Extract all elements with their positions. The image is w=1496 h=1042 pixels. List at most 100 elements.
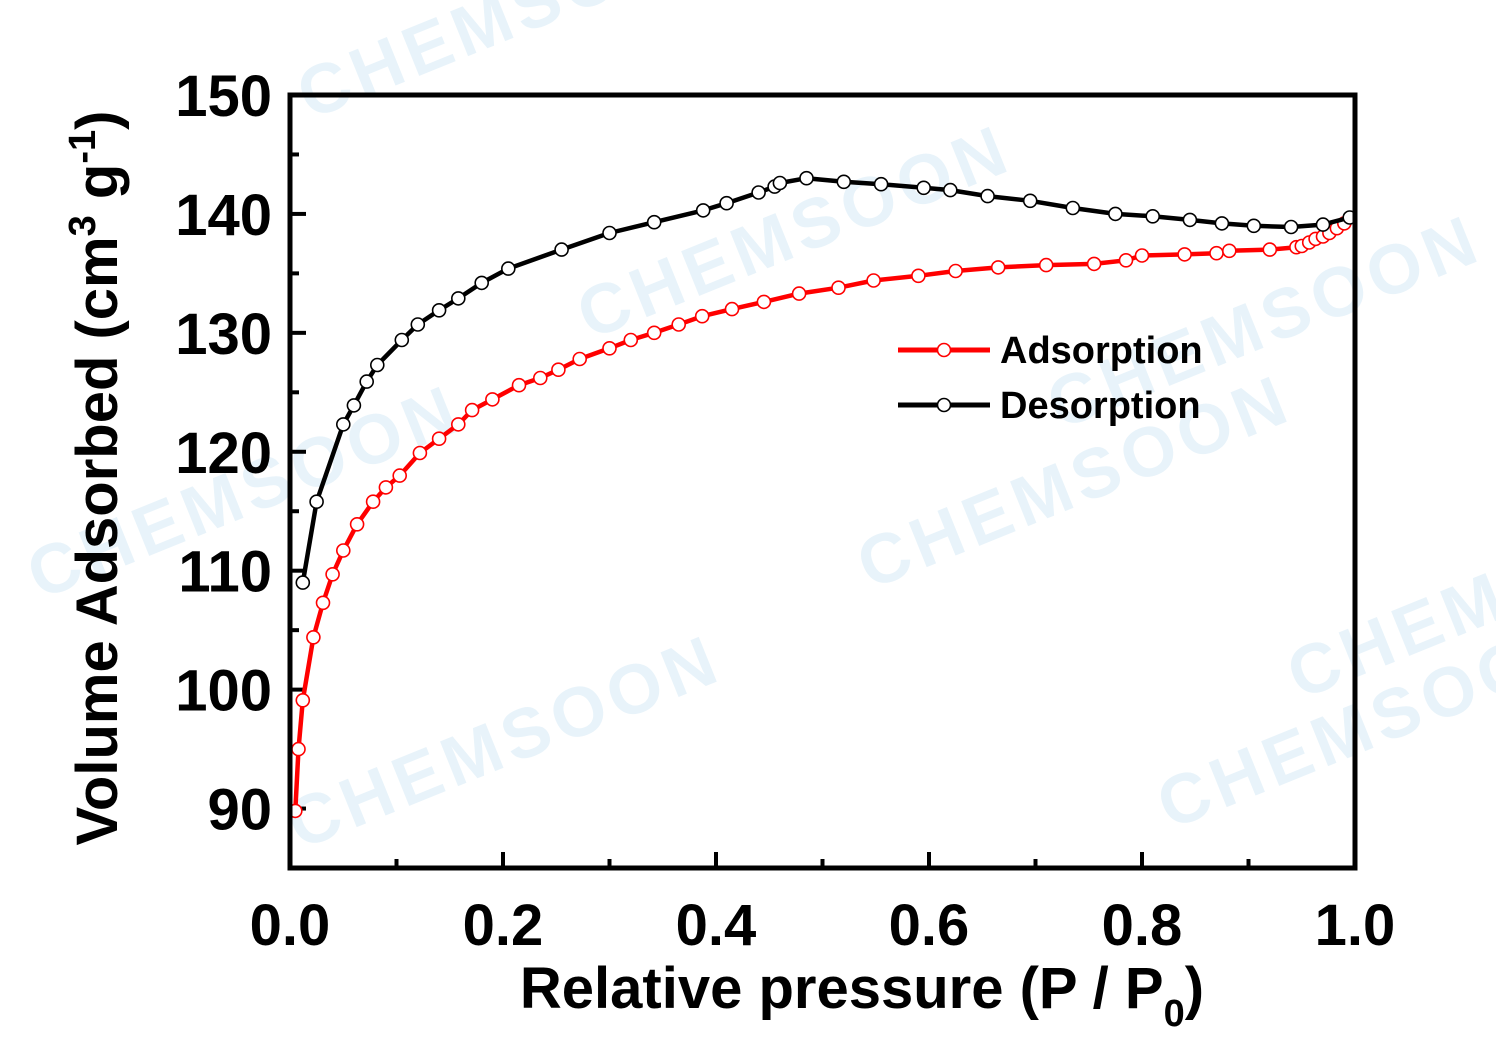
desorption-point — [751, 185, 766, 200]
desorption-point — [295, 575, 311, 590]
adsorption-point — [511, 377, 527, 393]
y-axis-title: Volume Adsorbed (cm3 g-1) — [62, 111, 130, 846]
desorption-point — [309, 494, 324, 510]
desorption-point — [695, 203, 711, 218]
adsorption-point — [335, 543, 351, 558]
adsorption-point — [1118, 252, 1134, 268]
desorption-point — [500, 261, 516, 276]
y-tick-label: 100 — [175, 659, 272, 724]
adsorption-point — [378, 480, 394, 495]
adsorption-point — [349, 516, 365, 532]
desorption-point — [1283, 219, 1299, 235]
desorption-point — [335, 417, 351, 432]
adsorption-point — [671, 317, 687, 332]
adsorption-point — [1086, 256, 1102, 272]
adsorption-point — [532, 370, 548, 386]
x-tick-label: 0.2 — [463, 893, 544, 958]
y-tick-label: 150 — [175, 64, 272, 129]
desorption-point — [980, 188, 995, 204]
adsorption-point — [602, 340, 617, 356]
legend-desorption-label: Desorption — [1000, 385, 1201, 427]
adsorption-point — [1209, 245, 1224, 261]
watermark-text: CHEMSOON — [276, 619, 732, 864]
adsorption-point — [291, 741, 306, 757]
adsorption-point — [306, 629, 321, 645]
desorption-point — [1108, 206, 1123, 222]
desorption-point — [346, 398, 362, 413]
desorption-point — [772, 175, 788, 191]
x-axis-title: Relative pressure (P / P0) — [520, 956, 1204, 1035]
desorption-point — [1065, 200, 1081, 216]
watermark-text: CHEMSOON — [286, 0, 742, 134]
desorption-point — [1214, 216, 1230, 231]
adsorption-point — [450, 417, 466, 432]
adsorption-point — [623, 332, 639, 348]
watermark-text: CHEMSOON — [566, 109, 1022, 354]
adsorption-point — [315, 595, 331, 611]
y-tick-label: 90 — [207, 778, 272, 843]
adsorption-point — [1262, 242, 1278, 257]
legend-adsorption-label: Adsorption — [1000, 330, 1203, 372]
adsorption-point — [485, 392, 500, 407]
adsorption-point — [791, 286, 807, 301]
adsorption-point — [295, 692, 311, 708]
adsorption-point — [464, 402, 480, 418]
adsorption-point — [756, 294, 772, 310]
desorption-point — [554, 242, 569, 257]
legend-adsorption-marker — [936, 342, 952, 358]
adsorption-point — [948, 263, 963, 279]
desorption-point — [474, 275, 490, 291]
desorption-point — [394, 332, 410, 348]
adsorption-point — [646, 325, 662, 341]
desorption-point — [1145, 209, 1160, 224]
desorption-point — [646, 214, 662, 230]
adsorption-point — [724, 301, 740, 317]
desorption-point — [1182, 212, 1198, 228]
adsorption-point — [694, 308, 710, 324]
adsorption-point — [1177, 247, 1192, 262]
y-tick-label: 110 — [178, 540, 272, 605]
x-tick-label: 0.8 — [1102, 893, 1183, 958]
y-tick-label: 130 — [175, 302, 272, 367]
desorption-point — [369, 357, 385, 373]
adsorption-point — [572, 351, 588, 367]
desorption-point — [836, 174, 852, 190]
x-tick-label: 0.0 — [250, 893, 331, 958]
x-tick-label: 0.6 — [889, 893, 970, 958]
adsorption-point — [392, 468, 408, 483]
desorption-point — [1022, 193, 1038, 209]
desorption-point — [916, 180, 932, 196]
desorption-point — [1315, 217, 1331, 232]
desorption-point — [873, 176, 889, 192]
adsorption-point — [1222, 243, 1237, 259]
adsorption-point — [412, 445, 428, 461]
plot-frame — [287, 92, 1358, 871]
adsorption-point — [325, 566, 340, 582]
y-tick-label: 140 — [175, 183, 272, 248]
adsorption-point — [911, 268, 926, 284]
adsorption-point — [990, 260, 1006, 275]
desorption-point — [942, 182, 958, 198]
legend: Adsorption Desorption — [898, 330, 1203, 427]
desorption-point — [799, 170, 814, 186]
adsorption-point — [551, 362, 566, 378]
desorption-point — [602, 225, 617, 241]
desorption-point — [359, 374, 375, 389]
y-tick-label: 120 — [175, 421, 272, 486]
desorption-point — [1246, 218, 1262, 234]
desorption-point — [450, 291, 466, 306]
adsorption-point — [1038, 257, 1054, 273]
legend-desorption-marker — [936, 397, 952, 413]
series-layer — [287, 170, 1357, 819]
x-tick-label: 0.4 — [676, 893, 757, 958]
desorption-point — [410, 317, 426, 332]
adsorption-point — [866, 273, 881, 288]
adsorption-point — [831, 280, 846, 296]
adsorption-point — [1134, 248, 1150, 263]
desorption-point — [431, 302, 447, 318]
adsorption-point — [365, 494, 381, 510]
adsorption-point — [431, 431, 447, 447]
